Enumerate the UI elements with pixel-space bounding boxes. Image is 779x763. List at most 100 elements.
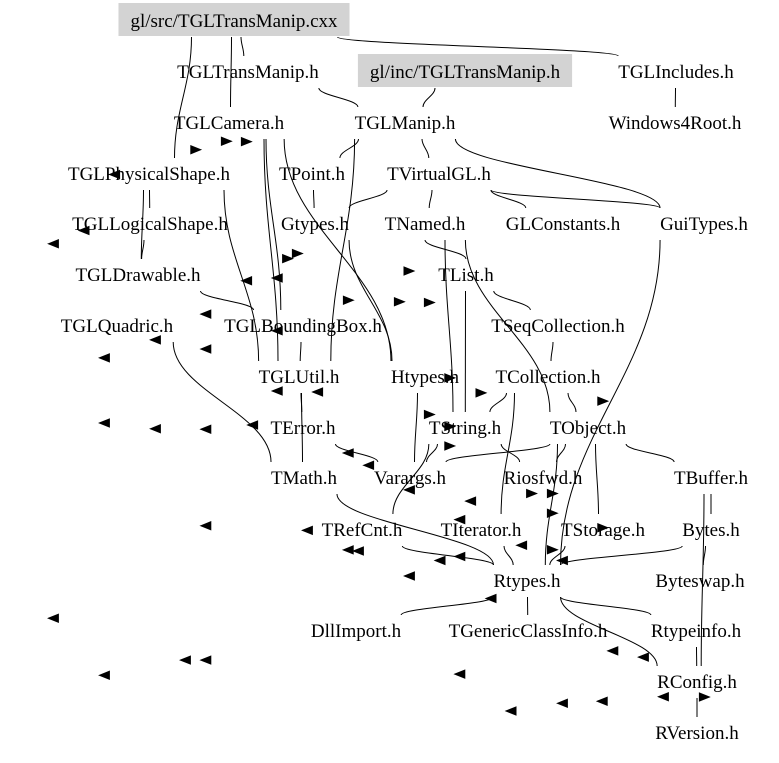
node-terror[interactable]: TError.h [271, 418, 336, 439]
node-tglincludes[interactable]: TGLIncludes.h [618, 62, 734, 83]
node-titerator[interactable]: TIterator.h [441, 520, 522, 541]
edge-src-to-tglphysicalshape [108, 36, 192, 180]
edge-line [544, 443, 558, 566]
node-rtypes[interactable]: Rtypes.h [493, 571, 561, 592]
node-rconfig[interactable]: RConfig.h [657, 672, 737, 693]
node-guitypes[interactable]: GuiTypes.h [660, 214, 748, 235]
edge-tseqcollection-to-tcollection [352, 341, 554, 556]
edge-line [422, 87, 436, 108]
edge-line [490, 189, 661, 209]
node-rtypeinfo[interactable]: Rtypeinfo.h [651, 621, 742, 642]
node-label: Byteswap.h [655, 571, 745, 592]
arrowhead-icon [403, 266, 416, 276]
node-tgllogicalshape[interactable]: TGLLogicalShape.h [72, 214, 228, 235]
node-label: TStorage.h [561, 520, 645, 541]
node-tglboundingbox[interactable]: TGLBoundingBox.h [224, 316, 382, 337]
arrowhead-icon [444, 373, 457, 383]
arrowhead-icon [301, 525, 313, 536]
node-label: gl/src/TGLTransManip.cxx [130, 11, 338, 32]
node-label: TGLQuadric.h [61, 316, 174, 337]
node-tgenericclassinfo[interactable]: TGenericClassInfo.h [449, 621, 608, 642]
edge-rtypes-to-dllimport [400, 396, 610, 616]
node-tglmanip[interactable]: TGLManip.h [355, 113, 456, 134]
edges-layer [47, 36, 712, 717]
node-tgldrawable[interactable]: TGLDrawable.h [75, 265, 201, 286]
arrowhead-icon [149, 335, 161, 345]
node-htypes[interactable]: Htypes.h [391, 367, 460, 388]
edge-tglmanip-to-tvirtualgl [149, 138, 430, 434]
edge-line [503, 545, 514, 566]
edge-line [334, 443, 379, 463]
node-tobject[interactable]: TObject.h [550, 418, 627, 439]
node-tgltransmanip-h[interactable]: TGLTransManip.h [177, 62, 319, 83]
edge-tglquadric-to-tmath [172, 266, 416, 463]
edge-line [141, 239, 145, 260]
edge-line [490, 189, 527, 209]
arrowhead-icon [597, 522, 610, 533]
node-gtypes[interactable]: Gtypes.h [281, 214, 350, 235]
edge-line [240, 36, 245, 57]
node-riosfwd[interactable]: Riosfwd.h [504, 468, 583, 489]
edge-line [283, 138, 392, 362]
node-windows4root[interactable]: Windows4Root.h [609, 113, 742, 134]
edge-line [301, 392, 303, 463]
arrowhead-icon [270, 386, 283, 396]
node-src[interactable]: gl/src/TGLTransManip.cxx [118, 3, 350, 36]
node-label: TPoint.h [279, 164, 345, 185]
edge-line [230, 36, 232, 108]
node-tbuffer[interactable]: TBuffer.h [674, 468, 749, 489]
node-label: TGLLogicalShape.h [72, 214, 228, 235]
node-label: Gtypes.h [281, 214, 350, 235]
edge-line [560, 545, 683, 566]
node-rversion[interactable]: RVersion.h [655, 723, 739, 744]
edge-line [560, 596, 652, 616]
node-tmath[interactable]: TMath.h [271, 468, 337, 489]
node-dllimport[interactable]: DllImport.h [311, 621, 402, 642]
edge-tpoint-to-gtypes [199, 189, 315, 319]
node-tglquadric[interactable]: TGLQuadric.h [61, 316, 174, 337]
node-label: TGLDrawable.h [75, 265, 201, 286]
node-tnamed[interactable]: TNamed.h [385, 214, 466, 235]
edge-line [172, 341, 272, 463]
node-tstring[interactable]: TString.h [429, 418, 502, 439]
node-label: TObject.h [550, 418, 627, 439]
node-varargs[interactable]: Varargs.h [374, 468, 446, 489]
node-tglcamera[interactable]: TGLCamera.h [174, 113, 285, 134]
arrowhead-icon [199, 309, 212, 319]
edge-rconfig-to-rversion [696, 692, 711, 717]
node-label: gl/inc/TGLTransManip.h [370, 62, 561, 83]
node-tglutil[interactable]: TGLUtil.h [259, 367, 340, 388]
edge-line [337, 36, 619, 57]
node-label: TBuffer.h [674, 468, 749, 489]
edge-line [392, 443, 430, 515]
node-tlist[interactable]: TList.h [438, 265, 494, 286]
node-label: TGLTransManip.h [177, 62, 319, 83]
edge-bytes-to-byteswap [556, 545, 706, 709]
node-bytes[interactable]: Bytes.h [682, 520, 740, 541]
edge-line [401, 545, 494, 566]
node-glconstants[interactable]: GLConstants.h [506, 214, 621, 235]
edge-line [414, 392, 418, 463]
node-tcollection[interactable]: TCollection.h [495, 367, 601, 388]
node-trefcnt[interactable]: TRefCnt.h [322, 520, 403, 541]
edge-line [500, 443, 521, 463]
node-label: TCollection.h [495, 367, 601, 388]
node-label: TString.h [429, 418, 502, 439]
node-byteswap[interactable]: Byteswap.h [655, 571, 745, 592]
arrowhead-icon [352, 546, 364, 556]
edge-line [223, 189, 260, 362]
node-tvirtualgl[interactable]: TVirtualGL.h [387, 164, 491, 185]
node-tpoint[interactable]: TPoint.h [279, 164, 345, 185]
edge-tvirtualgl-to-glconstants [199, 189, 527, 531]
node-inc[interactable]: gl/inc/TGLTransManip.h [357, 54, 573, 87]
edge-tvirtualgl-to-tnamed [199, 189, 433, 434]
edge-tglphysicalshape-to-tgldrawable [140, 136, 233, 260]
edge-tglphysicalshape-to-tgllogicalshape [149, 144, 203, 209]
node-tglphysicalshape[interactable]: TGLPhysicalShape.h [68, 164, 231, 185]
node-tseqcollection[interactable]: TSeqCollection.h [491, 316, 625, 337]
arrowhead-icon [453, 514, 466, 525]
node-label: DllImport.h [311, 621, 402, 642]
node-tstorage[interactable]: TStorage.h [561, 520, 645, 541]
edge-line [330, 138, 356, 362]
